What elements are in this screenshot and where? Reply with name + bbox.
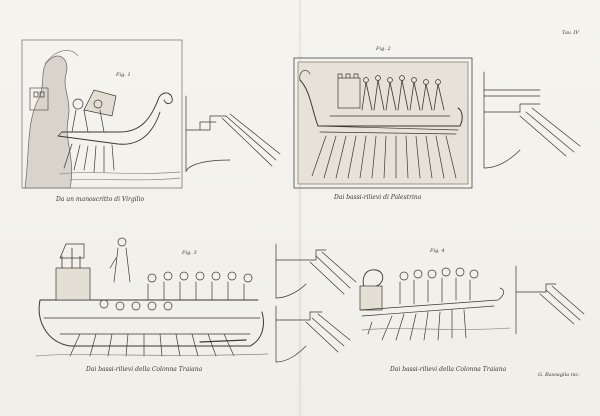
fig2-caption: Dai bassi-rilievi di Palestrina (334, 194, 422, 201)
fig1-number: Fig. 1 (116, 72, 131, 78)
fig3-section-diagram (275, 243, 357, 363)
fig2-section-diagram (483, 71, 581, 169)
fig3-caption: Dai bassi-rilievi della Colonna Traiana (86, 366, 203, 373)
fig2-number: Fig. 2 (376, 46, 391, 52)
fig3-panel (35, 237, 269, 357)
center-fold (298, 0, 302, 416)
fig3-number: Fig. 3 (182, 250, 197, 256)
fig1-caption: Da un manoscritto di Virgilio (56, 196, 145, 203)
fig1-panel (21, 39, 183, 189)
fig2-panel (293, 57, 473, 189)
fig4-number: Fig. 4 (430, 248, 445, 254)
engraver-signature: G. Bassaglia inc. (538, 372, 580, 378)
fig4-section-diagram (515, 265, 585, 335)
fig4-panel (359, 267, 511, 341)
plate-number: Tav. IV (562, 30, 579, 36)
fig4-caption: Dai bassi-rilievi della Colonna Traiana (390, 366, 507, 373)
fig1-section-diagram (185, 95, 281, 173)
